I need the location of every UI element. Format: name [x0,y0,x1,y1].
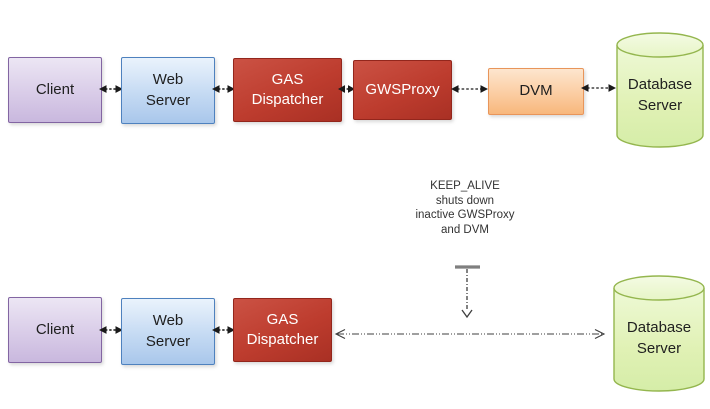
arrow-webserver-gas-bottom-icon [212,326,235,334]
node-gas-dispatcher-top-label: GAS Dispatcher [251,70,324,108]
node-gwsproxy-label: GWSProxy [365,80,440,98]
arrow-client-webserver-bottom-icon [99,326,123,334]
node-dvm: DVM [488,68,584,115]
node-client-bottom: Client [8,297,102,363]
node-database-server-bottom: Database Server [613,275,705,393]
node-webserver-top: Web Server [121,57,215,124]
node-webserver-top-label: Web Server [145,71,191,109]
node-client-top: Client [8,57,102,123]
arrow-gas-gwsproxy-icon [338,85,355,93]
database-cylinder-icon [616,32,704,148]
arrow-client-webserver-top-icon [99,85,123,93]
node-database-server-top: Database Server [616,32,704,149]
arrow-dvm-database-icon [581,84,616,92]
node-gas-dispatcher-bottom: GAS Dispatcher [233,298,332,362]
keep-alive-annotation: KEEP_ALIVE shuts down inactive GWSProxy … [415,180,515,236]
node-webserver-bottom-label: Web Server [145,312,191,350]
node-dvm-label: DVM [519,82,553,100]
node-client-bottom-label: Client [35,320,75,338]
node-database-server-top-label: Database Server [627,75,693,114]
arrow-gas-database-dashdot-icon [334,329,606,339]
node-client-top-label: Client [35,80,75,98]
node-database-server-bottom-label: Database Server [626,319,692,357]
node-webserver-bottom: Web Server [121,298,215,365]
node-gas-dispatcher-top: GAS Dispatcher [233,58,342,122]
node-gwsproxy: GWSProxy [353,60,452,120]
arrow-gwsproxy-dvm-icon [451,85,488,93]
node-gas-dispatcher-bottom-label: GAS Dispatcher [246,310,319,348]
keep-alive-pointer-arrow-icon [455,265,480,319]
database-cylinder-icon [613,275,705,392]
arrow-webserver-gas-top-icon [212,85,235,93]
